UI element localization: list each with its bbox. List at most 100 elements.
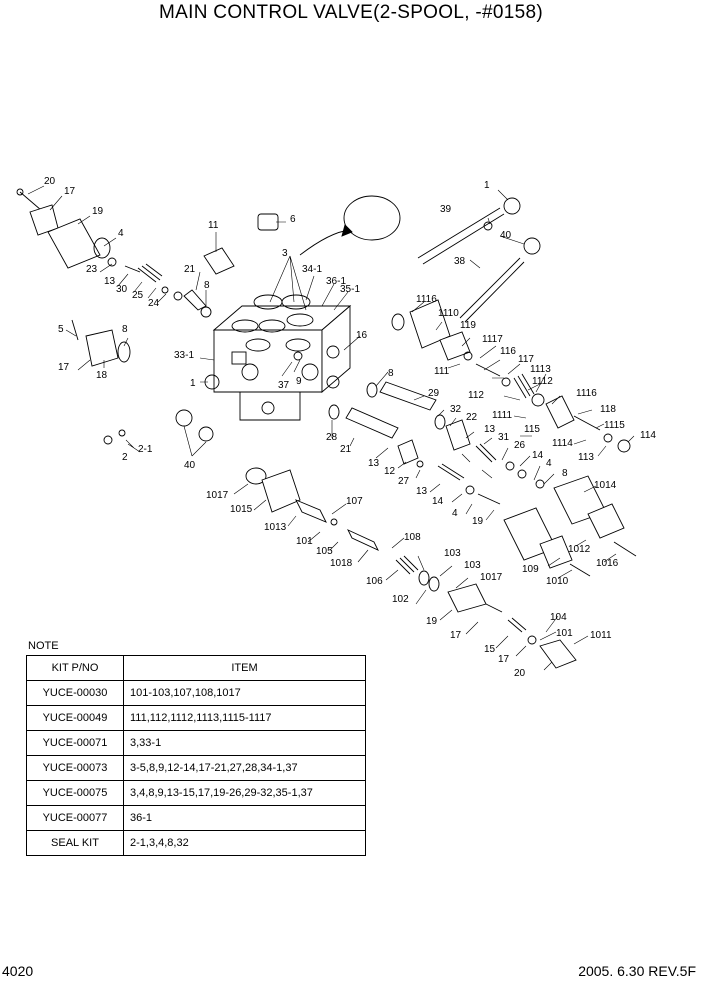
item-cell: 111,112,1112,1113,1115-1117: [123, 705, 366, 731]
callout-label: 1017: [206, 490, 229, 501]
callout-label: 15: [484, 644, 496, 655]
callout-label: 17: [58, 362, 70, 373]
callout-label: 1113: [530, 364, 551, 375]
o-ring-6: [343, 195, 401, 241]
callout-label: 1017: [480, 572, 503, 583]
callout-label: 16: [356, 330, 368, 341]
callout-label: 21: [340, 444, 352, 455]
callout-label: 17: [450, 630, 462, 641]
callout-label: 27: [398, 476, 410, 487]
callout-label: 9: [296, 376, 302, 387]
callout-label: 1: [484, 180, 490, 191]
callout-label: 28: [326, 432, 338, 443]
leader-lines: [27, 185, 635, 671]
left-parts: [16, 188, 303, 445]
callout-label: 40: [500, 230, 512, 241]
callout-label: 39: [440, 204, 452, 215]
callout-label: 20: [514, 668, 526, 679]
callout-label: 114: [640, 430, 656, 441]
callout-label: 19: [92, 206, 104, 217]
callout-label: 117: [518, 354, 534, 365]
callout-label: 108: [404, 532, 421, 543]
note-label: NOTE: [28, 640, 59, 652]
callout-label: 33-1: [174, 350, 194, 361]
mid-spool-assembly: [328, 381, 545, 505]
header-item: ITEM: [123, 655, 366, 681]
callout-label: 4: [118, 228, 124, 239]
callout-label: 8: [204, 280, 210, 291]
page-number: 4020: [2, 963, 34, 979]
callout-label: 17: [64, 186, 76, 197]
callout-label: 103: [464, 560, 481, 571]
callout-label: 23: [86, 264, 98, 275]
callout-label: 1117: [482, 334, 503, 345]
item-cell: 3,33-1: [123, 730, 366, 756]
callout-label: 1110: [438, 308, 459, 319]
callout-label: 119: [460, 320, 476, 331]
right-covers: [503, 475, 637, 577]
callout-label: 31: [498, 432, 510, 443]
callout-label: 14: [532, 450, 544, 461]
callout-label: 5: [58, 324, 64, 335]
callout-label: 1116: [576, 388, 597, 399]
callout-label: 32: [450, 404, 462, 415]
item-cell: 101-103,107,108,1017: [123, 680, 366, 706]
callout-label: 1011: [590, 630, 612, 641]
callout-label: 1116: [416, 294, 437, 305]
callout-label: 30: [116, 284, 128, 295]
callout-label: 22: [466, 412, 478, 423]
callout-label: 1: [190, 378, 196, 389]
callout-label: 105: [316, 546, 333, 557]
callout-label: 13: [368, 458, 380, 469]
callout-label: 4: [546, 458, 552, 469]
callout-label: 19: [472, 516, 484, 527]
callout-label: 101: [296, 536, 313, 547]
item-cell: 3,4,8,9,13-15,17,19-26,29-32,35-1,37: [123, 780, 366, 806]
callout-label: 111: [434, 366, 450, 377]
callout-labels: 20171942313302524116218334-136-135-11394…: [44, 176, 656, 679]
callout-label: 1014: [594, 480, 617, 491]
callout-label: 11: [208, 220, 219, 231]
callout-label: 1111: [492, 410, 512, 421]
callout-label: 17: [498, 654, 510, 665]
callout-label: 103: [444, 548, 461, 559]
kit-cell: YUCE-00075: [26, 780, 124, 806]
revision-date: 2005. 6.30 REV.5F: [578, 963, 696, 979]
callout-label: 1013: [264, 522, 287, 533]
page-title: MAIN CONTROL VALVE(2-SPOOL, -#0158): [159, 2, 543, 23]
lower-spool-assembly: [245, 467, 577, 669]
callout-label: 8: [388, 368, 394, 379]
callout-label: 109: [522, 564, 539, 575]
header-kit-pno: KIT P/NO: [26, 655, 124, 681]
callout-label: 19: [426, 616, 438, 627]
callout-label: 18: [96, 370, 108, 381]
kit-cell: YUCE-00077: [26, 805, 124, 831]
callout-label: 101: [556, 628, 573, 639]
callout-label: 106: [366, 576, 383, 587]
bolts-38-39: [417, 197, 541, 323]
callout-label: 40: [184, 460, 196, 471]
item-cell: 36-1: [123, 805, 366, 831]
callout-label: 13: [484, 424, 496, 435]
callout-label: 26: [514, 440, 526, 451]
callout-label: 8: [122, 324, 128, 335]
callout-label: 36-1: [326, 276, 346, 287]
callout-label: 24: [148, 298, 160, 309]
callout-label: 1012: [568, 544, 591, 555]
callout-label: 107: [346, 496, 363, 507]
callout-label: 14: [432, 496, 444, 507]
callout-label: 1114: [552, 438, 573, 449]
callout-label: 112: [468, 390, 484, 401]
callout-label: 4: [452, 508, 458, 519]
callout-label: 118: [600, 404, 616, 415]
callout-label: 1010: [546, 576, 569, 587]
callout-label: 102: [392, 594, 409, 605]
